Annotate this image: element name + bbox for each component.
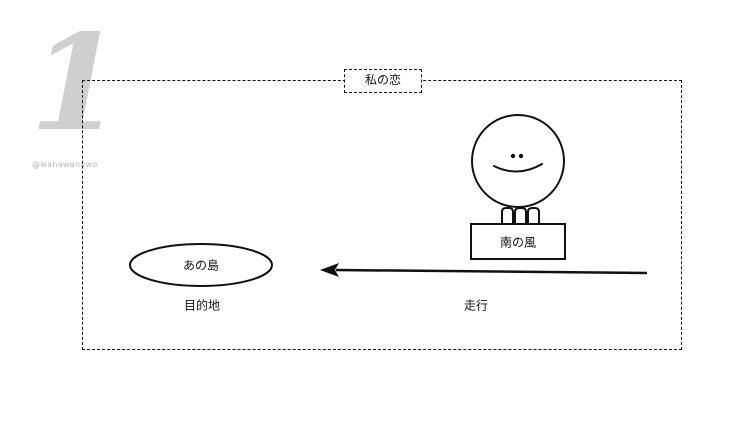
destination-caption: 目的地 [183, 298, 221, 313]
character-head [471, 114, 565, 208]
edge-label: 走行 [463, 298, 489, 313]
frame-title: 私の恋 [344, 69, 422, 93]
agent-label: 南の風 [499, 235, 537, 250]
character-eye-right [518, 153, 524, 159]
chapter-number: 1 [30, 6, 122, 161]
destination-ellipse [129, 243, 273, 287]
watermark-handle: @wanawanawo [32, 160, 98, 169]
travel-arrow-line [335, 268, 648, 275]
character-mouth [493, 163, 543, 173]
travel-arrowhead [320, 263, 339, 277]
character-eye-left [510, 153, 516, 159]
character-body-box [470, 223, 566, 260]
destination-label: あの島 [182, 258, 220, 273]
character-legs [501, 207, 540, 224]
